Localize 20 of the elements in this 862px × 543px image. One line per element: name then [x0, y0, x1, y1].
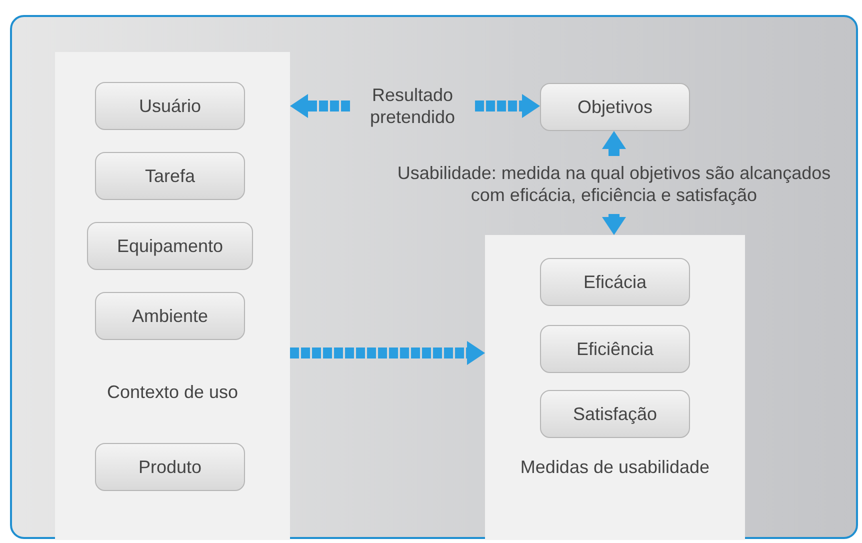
pill-box: Satisfação [540, 390, 690, 438]
pill-box: Eficiência [540, 325, 690, 373]
pill-box: Ambiente [95, 292, 245, 340]
pill-box: Usuário [95, 82, 245, 130]
measures-panel [485, 235, 745, 540]
panel-label: Medidas de usabilidade [519, 457, 711, 478]
arrow [475, 94, 540, 118]
annotation-text: Usabilidade: medida na qual objetivos são alcançados com eficácia, eficiência e satisfação [392, 156, 836, 214]
arrow [290, 341, 485, 365]
arrow [602, 131, 626, 156]
panel-label: Contexto de uso [106, 382, 240, 403]
annotation-text: Resultado pretendido [350, 72, 475, 142]
arrow [290, 94, 350, 118]
pill-box: Equipamento [87, 222, 253, 270]
pill-box: Tarefa [95, 152, 245, 200]
pill-box: Eficácia [540, 258, 690, 306]
arrow [602, 214, 626, 235]
pill-box: Objetivos [540, 83, 690, 131]
context-panel [55, 52, 290, 540]
pill-box: Produto [95, 443, 245, 491]
